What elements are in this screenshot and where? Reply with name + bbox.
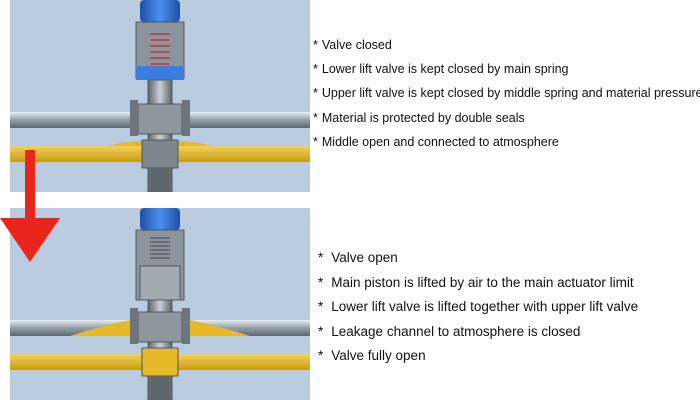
note-text: Middle open and connected to atmosphere [321,134,559,149]
compressed-spring [150,237,170,259]
note-item: * Valve open [318,246,638,271]
note-text: Main piston is lifted by air to the main… [331,274,634,290]
valve-housing-upper [137,311,183,343]
note-text: Material is protected by double seals [321,110,525,125]
bullet-star: * [313,86,318,101]
valve-open-notes: * Valve open * Main piston is lifted by ai… [318,246,638,369]
product-bulge [106,141,214,146]
bottom-outlet [150,168,170,192]
bullet-star: * [313,38,318,52]
actuator-lower-section [139,265,181,301]
valve-housing-lower [141,139,179,169]
clamp-left [130,100,138,136]
note-item: *Valve closed [313,33,700,57]
note-text: Lower lift valve is kept closed by main … [321,62,569,77]
bullet-star: * [318,348,324,364]
note-item: *Middle open and connected to atmosphere [313,130,700,154]
blue-collar [136,66,184,80]
note-text: Lower lift valve is lifted together with… [331,299,639,315]
note-item: * Valve fully open [318,344,638,369]
note-text: Valve open [331,250,398,265]
clamp-right [182,100,190,136]
clamp-right [182,308,190,344]
note-item: * Main piston is lifted by air to the mai… [318,271,638,296]
bullet-star: * [313,134,318,149]
note-text: Upper lift valve is kept closed by middl… [321,86,700,101]
main-spring [150,33,170,65]
note-item: *Material is protected by double seals [313,106,700,130]
valve-closed-illustration [10,0,310,192]
valve-open-illustration [10,208,310,400]
note-item: *Lower lift valve is kept closed by main… [313,57,700,81]
note-text: Leakage channel to atmosphere is closed [331,323,581,339]
bullet-star: * [318,274,324,290]
actuator-cap [140,208,180,230]
bullet-star: * [318,323,324,339]
note-text: Valve fully open [331,348,426,364]
bottom-outlet [150,376,170,400]
note-text: Valve closed [321,38,392,52]
bullet-star: * [318,250,324,265]
note-item: * Leakage channel to atmosphere is closed [318,320,638,345]
bullet-star: * [313,110,318,125]
bullet-star: * [318,299,324,315]
note-item: *Upper lift valve is kept closed by midd… [313,81,700,105]
valve-closed-notes: *Valve closed *Lower lift valve is kept … [313,33,700,154]
clamp-left [130,308,138,344]
note-item: * Lower lift valve is lifted together wit… [318,295,638,320]
bullet-star: * [313,62,318,77]
valve-housing-lower [141,347,179,377]
arrow-down-icon [0,150,60,262]
valve-housing-upper [137,103,183,135]
actuator-cap [140,0,180,22]
